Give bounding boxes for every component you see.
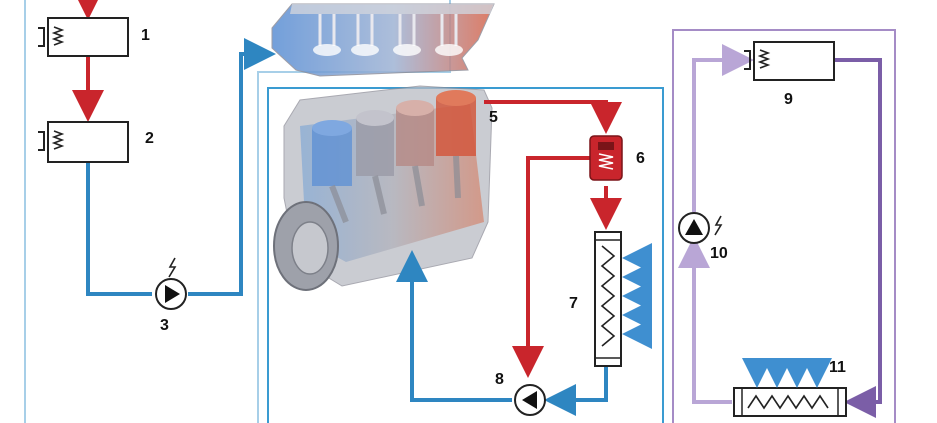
heat-exchanger-1 — [38, 17, 129, 57]
auxiliary-loop-frame — [672, 29, 896, 423]
electric-pump-3 — [155, 257, 187, 310]
label-7: 7 — [569, 295, 578, 312]
label-1: 1 — [141, 27, 150, 44]
pump-8 — [514, 384, 546, 416]
cylinder-head-icon — [271, 3, 495, 77]
thermostat-6 — [589, 135, 623, 181]
label-11: 11 — [829, 359, 846, 376]
label-2: 2 — [145, 130, 154, 147]
pump-icon — [165, 285, 180, 303]
label-9: 9 — [784, 91, 793, 108]
electric-pump-10 — [678, 212, 723, 244]
airflow-arrows-icon — [622, 243, 656, 349]
pump-icon — [685, 219, 703, 235]
label-10: 10 — [710, 245, 728, 262]
engine-loop-pipes — [396, 100, 622, 416]
label-5: 5 — [489, 109, 498, 126]
left-circuit-pipes — [72, 0, 276, 296]
airflow-arrows-icon — [742, 356, 832, 388]
heat-exchanger-2 — [38, 121, 129, 163]
radiator-7 — [594, 231, 622, 367]
spring-heater-icon — [38, 26, 65, 47]
lightning-icon — [168, 257, 177, 278]
heat-exchanger-9 — [744, 41, 835, 81]
auxiliary-loop-pipes — [678, 44, 882, 418]
lightning-icon — [714, 215, 723, 236]
pump-icon — [522, 391, 537, 409]
label-8: 8 — [495, 371, 504, 388]
label-6: 6 — [636, 150, 645, 167]
radiator-coil-icon — [600, 245, 616, 347]
label-3: 3 — [160, 317, 169, 334]
radiator-11 — [733, 387, 847, 417]
radiator-coil-icon — [747, 394, 829, 410]
spring-heater-icon — [744, 49, 771, 70]
engine-block-icon — [273, 85, 493, 291]
spring-heater-icon — [38, 130, 65, 151]
